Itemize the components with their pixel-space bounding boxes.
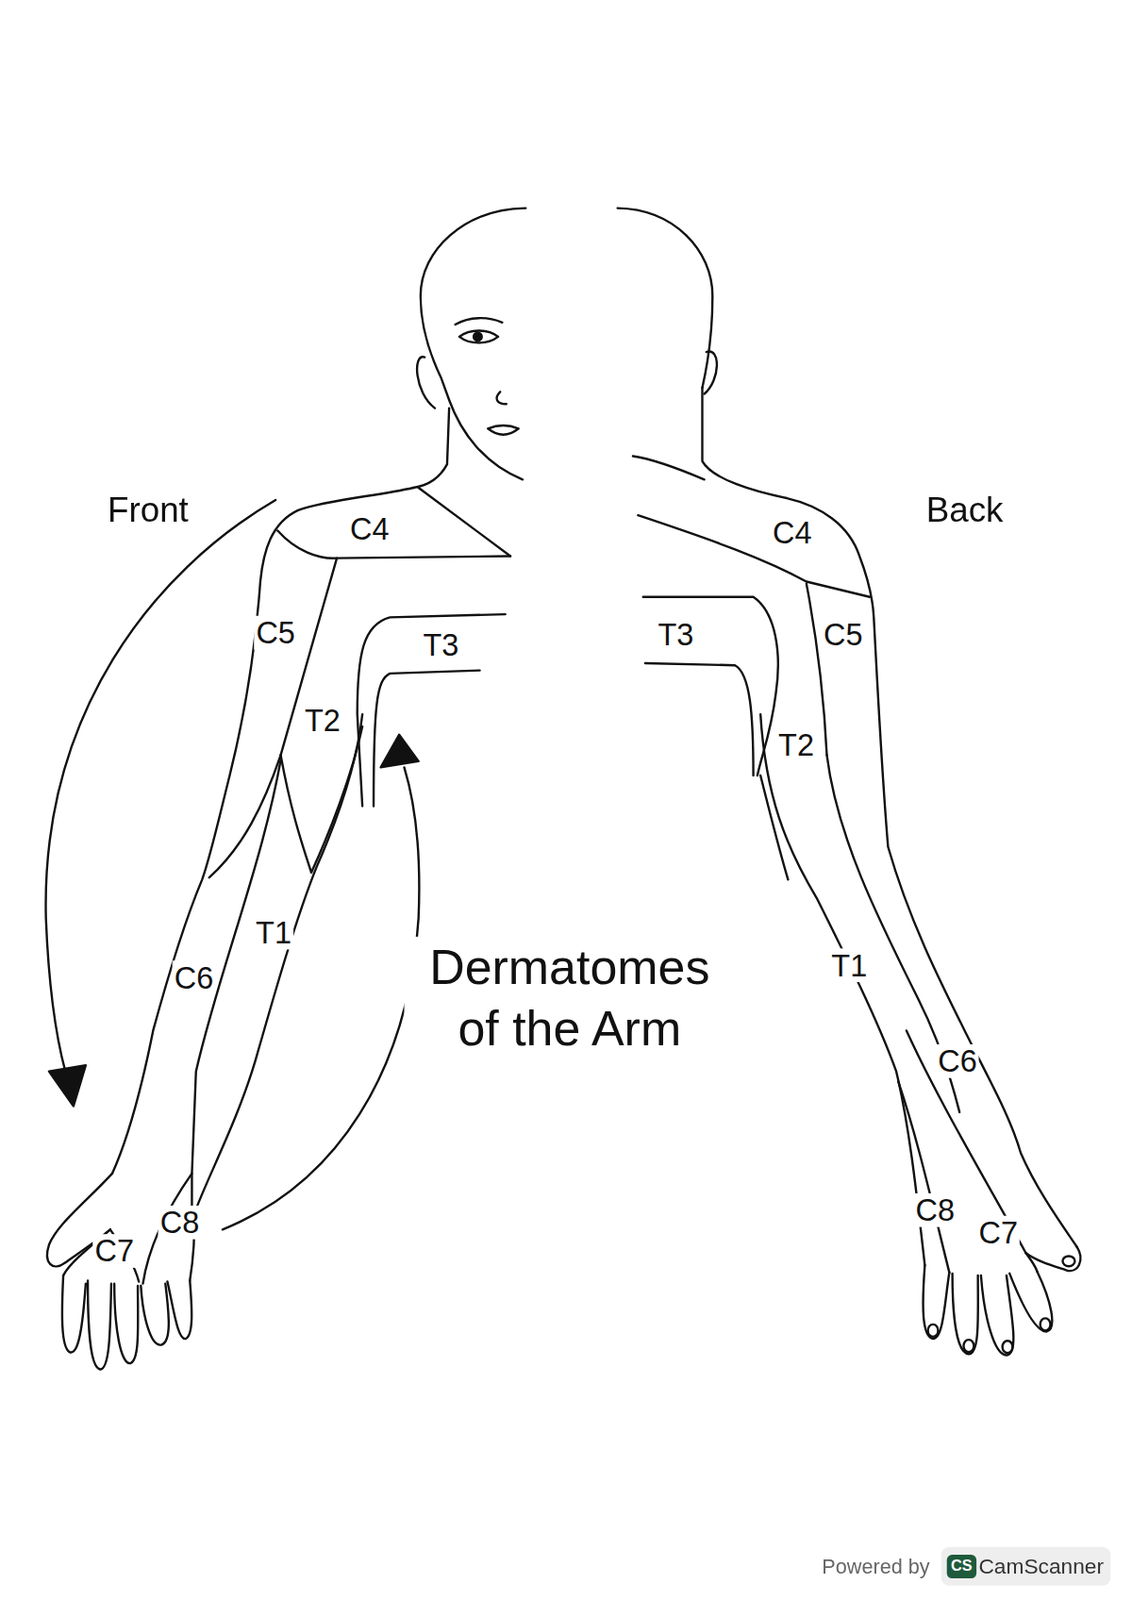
dermatome-label: C4	[770, 516, 815, 550]
view-label: Front	[105, 491, 191, 530]
dermatome-label: T2	[302, 703, 343, 738]
dermatome-label: T1	[253, 915, 294, 950]
dermatome-label: C8	[158, 1205, 202, 1240]
watermark-logo: CS	[947, 1554, 977, 1578]
dermatome-label: C4	[348, 511, 392, 546]
dermatome-label: C8	[913, 1193, 957, 1228]
dermatome-label: T3	[420, 628, 461, 663]
dermatome-label: T1	[829, 948, 869, 983]
watermark-text: Powered by	[819, 1554, 933, 1578]
dermatome-label: C7	[92, 1233, 136, 1268]
dermatome-label: C6	[935, 1044, 980, 1079]
dermatome-label: C5	[821, 617, 866, 652]
diagram-title: Dermatomes of the Arm	[404, 936, 736, 1060]
dermatome-label: C5	[253, 615, 298, 650]
dermatome-label: C6	[172, 960, 217, 995]
dermatome-label: T2	[776, 728, 816, 763]
dermatome-label: C7	[976, 1215, 1020, 1250]
dermatome-label: T3	[655, 617, 696, 652]
watermark-text: CamScanner	[976, 1554, 1106, 1579]
view-label: Back	[924, 491, 1006, 530]
